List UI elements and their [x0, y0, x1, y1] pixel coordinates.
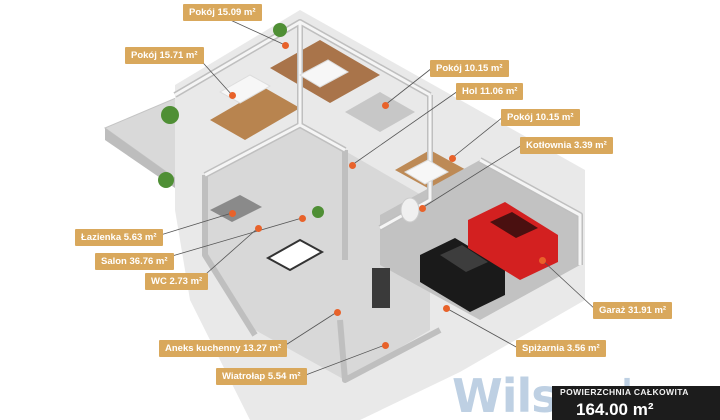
marker-pokoj-3 [382, 102, 389, 109]
plant-4 [273, 23, 287, 37]
marker-garaz [539, 257, 546, 264]
plant-3 [312, 206, 324, 218]
room-label-pokoj-2: Pokój 15.71 m² [125, 47, 204, 64]
leader-lazienka [153, 212, 233, 238]
room-label-salon: Salon 36.76 m² [95, 253, 174, 270]
marker-pokoj-1 [282, 42, 289, 49]
marker-wc [255, 225, 262, 232]
car-black-glass [440, 245, 488, 272]
marker-pokoj-2 [229, 92, 236, 99]
leader-hol [351, 90, 459, 166]
total-area-value: 164.00 m² [576, 400, 654, 419]
total-area-box: POWIERZCHNIA CAŁKOWITA 164.00 m² [552, 386, 720, 420]
plant-1 [161, 106, 179, 124]
marker-hol [349, 162, 356, 169]
room-label-wiatrolap: Wiatrołap 5.54 m² [216, 368, 307, 385]
bedroom-floor-3 [345, 92, 415, 132]
leader-pokoj-1 [225, 17, 286, 46]
room-label-pokoj-4: Pokój 10.15 m² [501, 109, 580, 126]
leader-kotlownia [421, 144, 523, 209]
sofa [210, 195, 262, 222]
room-label-kotlownia: Kotłownia 3.39 m² [520, 137, 613, 154]
leader-salon [154, 217, 303, 262]
leader-aneks [280, 311, 338, 349]
bed-3 [403, 159, 450, 185]
room-label-pokoj-3: Pokój 10.15 m² [430, 60, 509, 77]
leader-garaz [541, 259, 597, 311]
leader-pokoj-3 [384, 67, 433, 106]
room-label-pokoj-1: Pokój 15.09 m² [183, 4, 262, 21]
marker-aneks [334, 309, 341, 316]
marker-pokoj-4 [449, 155, 456, 162]
car-red-glass [490, 212, 538, 238]
car-red [468, 202, 558, 280]
leader-pokoj-4 [451, 116, 504, 159]
bed-2 [298, 59, 350, 88]
leader-spizarnia [445, 307, 519, 349]
marker-wiatrolap [382, 342, 389, 349]
marker-spizarnia [443, 305, 450, 312]
room-label-hol: Hol 11.06 m² [456, 83, 524, 100]
marker-salon [299, 215, 306, 222]
room-label-aneks: Aneks kuchenny 13.27 m² [159, 340, 288, 357]
boiler [400, 197, 420, 223]
plant-2 [158, 172, 174, 188]
leader-wiatrolap [302, 344, 386, 377]
kitchen-unit [372, 268, 390, 308]
total-area-caption: POWIERZCHNIA CAŁKOWITA [560, 387, 689, 397]
leader-wc [197, 227, 259, 282]
room-label-spizarnia: Spiżarnia 3.56 m² [516, 340, 606, 357]
brand-block: Wilson's POWIERZCHNIA CAŁKOWITA 164.00 m… [452, 372, 720, 420]
room-label-garaz: Garaż 31.91 m² [593, 302, 673, 319]
walls-top [174, 20, 582, 265]
room-label-lazienka: Łazienka 5.63 m² [75, 229, 163, 246]
bedroom-floor-1 [210, 88, 300, 140]
marker-kotlownia [419, 205, 426, 212]
marker-lazienka [229, 210, 236, 217]
terrace-edge [105, 128, 175, 188]
dining-table [265, 238, 325, 272]
room-label-wc: WC 2.73 m² [145, 273, 209, 290]
